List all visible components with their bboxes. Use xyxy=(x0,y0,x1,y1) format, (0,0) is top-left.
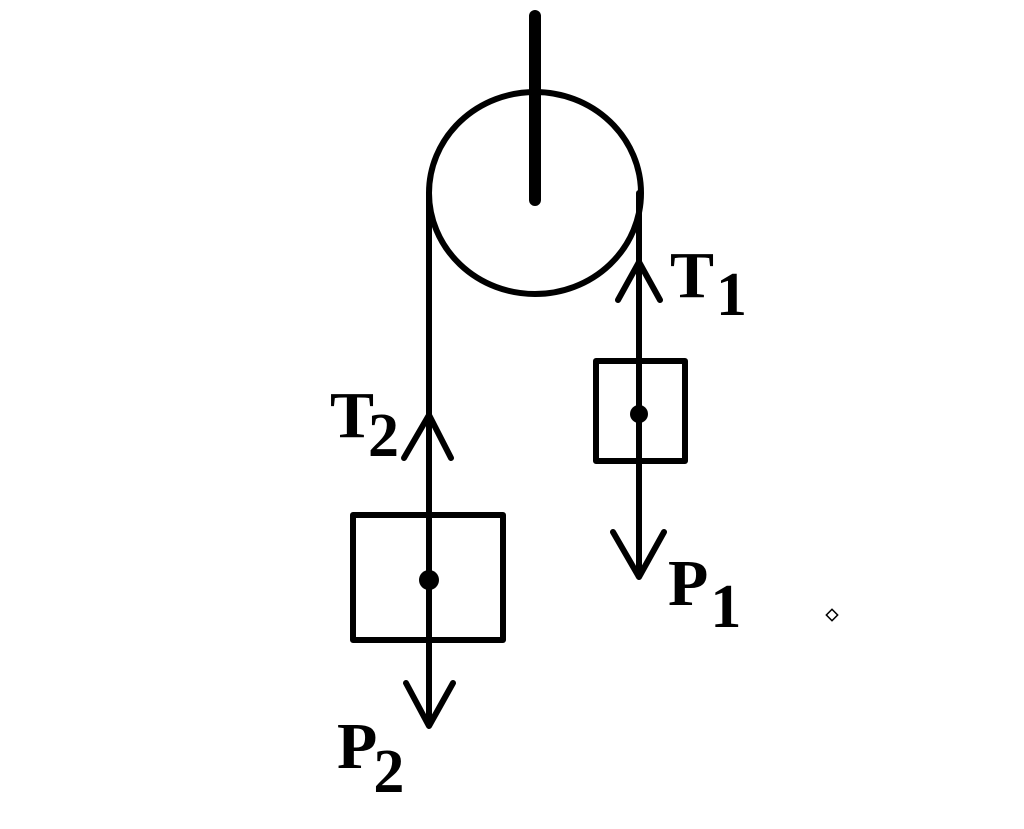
label-tension-2-letter: T xyxy=(330,379,374,452)
arrowhead-tension-2 xyxy=(401,412,454,461)
label-tension-1: T1 xyxy=(670,239,747,329)
block-body-1-center xyxy=(630,405,648,423)
arrowhead-weight-2 xyxy=(403,680,456,729)
label-weight-1-subscript: 1 xyxy=(710,573,741,641)
arrowhead-tension-1 xyxy=(615,259,663,303)
label-weight-2-letter: P xyxy=(337,710,377,783)
label-weight-1: P1 xyxy=(668,547,741,641)
block-body-1 xyxy=(593,358,688,464)
label-tension-2-subscript: 2 xyxy=(368,402,399,470)
block-body-2-center xyxy=(419,570,439,590)
stray-mark xyxy=(825,608,839,622)
arrowhead-weight-1 xyxy=(610,529,667,580)
label-weight-1-letter: P xyxy=(668,547,708,620)
label-weight-2: P2 xyxy=(337,710,404,806)
label-tension-2: T2 xyxy=(330,379,399,470)
label-tension-1-letter: T xyxy=(670,239,714,312)
block-body-2 xyxy=(350,512,506,643)
label-tension-1-subscript: 1 xyxy=(716,261,747,329)
label-weight-2-subscript: 2 xyxy=(373,738,404,806)
